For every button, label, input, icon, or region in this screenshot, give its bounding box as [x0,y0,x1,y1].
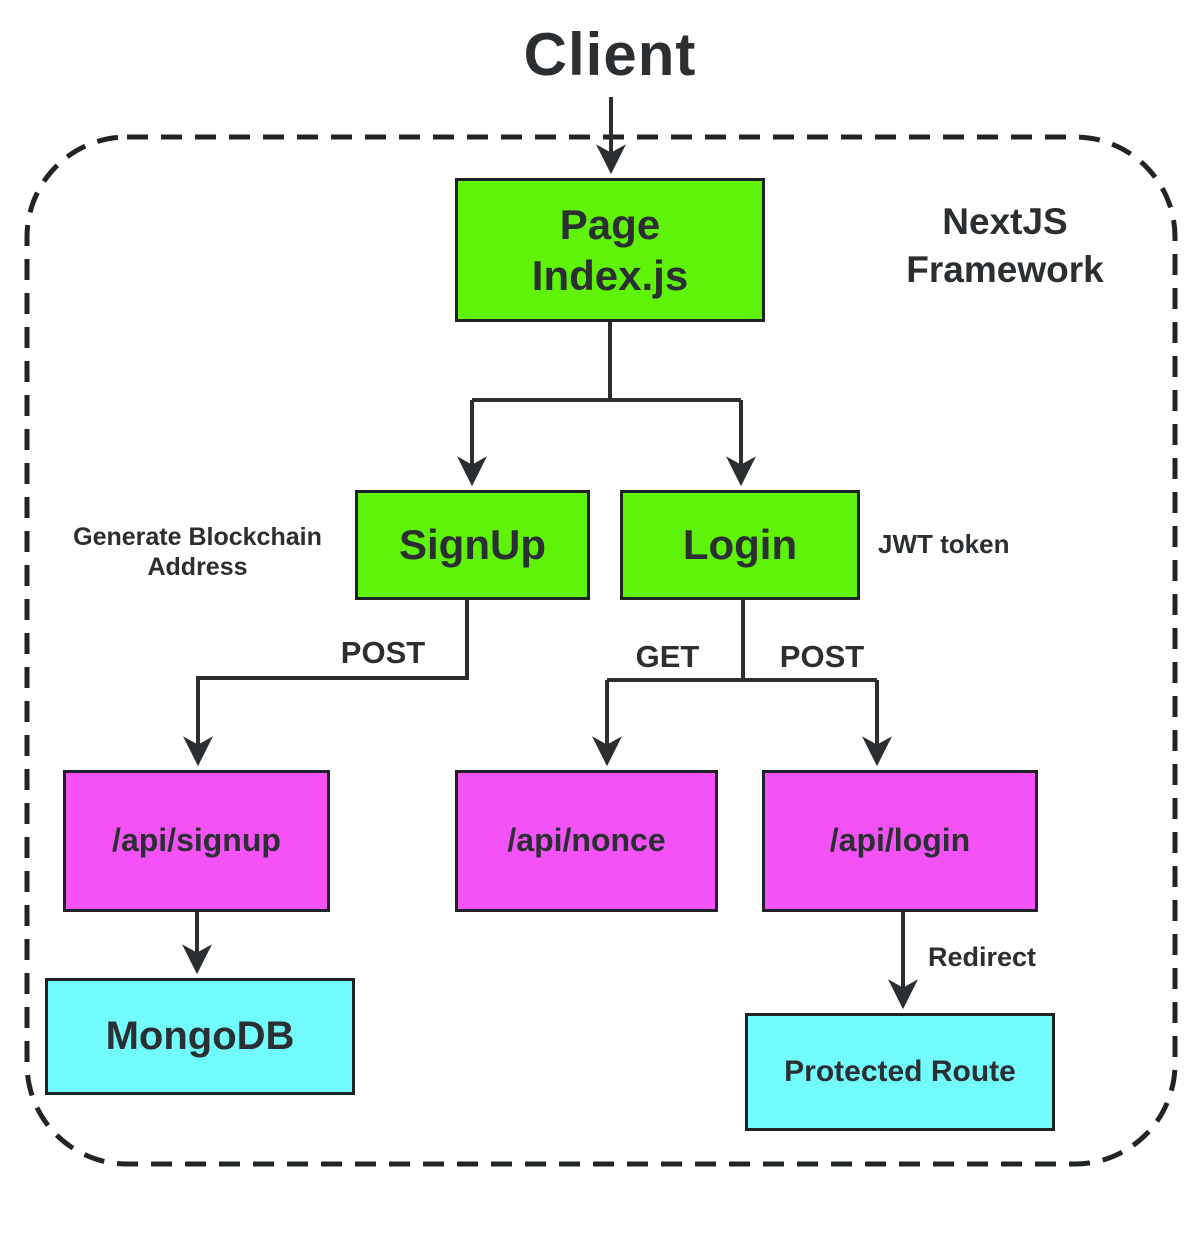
node-page-index: Page Index.js [455,178,765,322]
node-page-index-line1: Page [559,200,661,248]
framework-label-line1: NextJS [942,201,1068,242]
generate-blockchain-label: Generate Blockchain Address [35,522,360,582]
post-login-label: POST [779,639,865,674]
node-mongodb: MongoDB [45,978,355,1095]
framework-boundary [24,134,1178,1167]
client-title: Client [523,21,697,88]
framework-label: NextJS Framework [855,198,1155,294]
jwt-token-label: JWT token [878,529,1010,559]
generate-blockchain-line2: Address [147,553,248,581]
node-protected-route: Protected Route [745,1013,1055,1131]
node-api-nonce: /api/nonce [455,770,718,912]
framework-label-line2: Framework [906,249,1104,291]
node-login: Login [620,490,860,600]
generate-blockchain-line1: Generate Blockchain [73,523,322,551]
node-signup: SignUp [355,490,590,600]
redirect-label: Redirect [928,942,1037,972]
edge-signup-apisignup [183,600,469,767]
edge-page-split [472,322,741,402]
node-api-login: /api/login [762,770,1038,912]
get-login-label: GET [635,639,700,674]
node-page-index-line2: Index.js [531,252,689,299]
node-api-signup: /api/signup [63,770,330,912]
post-signup-label: POST [340,635,426,670]
edge-login-split [607,600,877,682]
